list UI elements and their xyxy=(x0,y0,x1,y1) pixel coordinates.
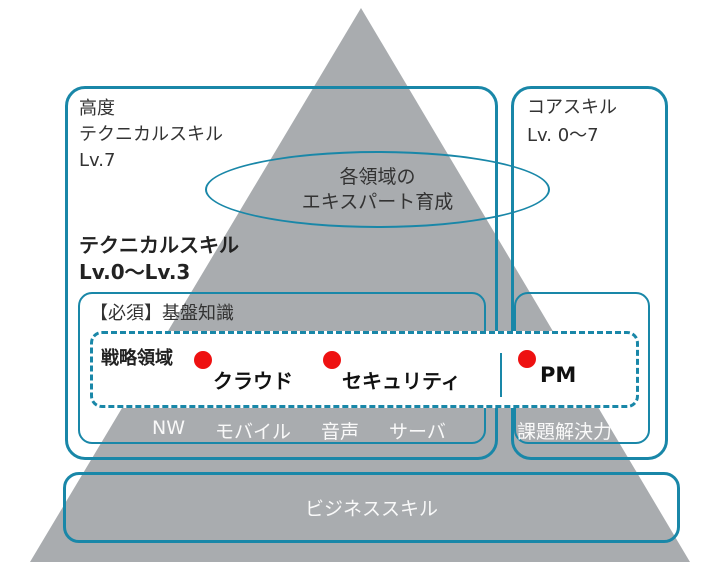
expert-development-ellipse: 各領域の エキスパート育成 xyxy=(205,151,550,228)
strategic-area-label: 戦略領域 xyxy=(101,348,173,369)
advanced-label-line2: テクニカルスキル xyxy=(79,124,223,145)
problem-solving-label: 課題解決力 xyxy=(517,421,613,443)
red-dot-icon xyxy=(323,351,341,369)
base-skill-nw: NW xyxy=(152,417,185,439)
strategic-area-divider xyxy=(500,353,502,397)
red-dot-icon xyxy=(518,350,536,368)
ellipse-text-line2: エキスパート育成 xyxy=(301,190,454,213)
advanced-label-line1: 高度 xyxy=(79,98,115,119)
core-label-line1: コアスキル xyxy=(527,97,617,118)
base-skill-voice: 音声 xyxy=(321,421,360,443)
technical-label-line1: テクニカルスキル xyxy=(79,233,239,257)
strategic-item-cloud: クラウド xyxy=(213,369,293,393)
base-skill-server: サーバ xyxy=(389,421,446,443)
advanced-technical-skill-label: 高度 テクニカルスキル Lv.7 xyxy=(79,96,223,174)
strategic-item-security: セキュリティ xyxy=(342,369,461,393)
core-skill-box xyxy=(511,86,668,460)
base-skill-row: NW モバイル 音声 サーバ xyxy=(152,417,446,444)
technical-label-line2: Lv.0～Lv.3 xyxy=(79,260,191,284)
red-dot-icon xyxy=(194,351,212,369)
strategic-item-pm: PM xyxy=(540,363,577,387)
core-skill-label: コアスキル Lv. 0～7 xyxy=(527,94,617,150)
required-knowledge-label: 【必須】基盤知識 xyxy=(90,303,234,324)
core-label-line2: Lv. 0～7 xyxy=(527,125,599,146)
technical-skill-label: テクニカルスキル Lv.0～Lv.3 xyxy=(79,232,239,286)
advanced-label-line3: Lv.7 xyxy=(79,150,116,171)
base-skill-mobile: モバイル xyxy=(215,421,292,443)
business-skill-box: ビジネススキル xyxy=(63,472,680,543)
advanced-technical-skill-box xyxy=(65,86,498,460)
business-skill-label: ビジネススキル xyxy=(304,498,438,520)
strategic-area-box: 戦略領域 クラウド セキュリティ PM xyxy=(90,331,639,408)
ellipse-text-line1: 各領域の xyxy=(339,165,416,188)
